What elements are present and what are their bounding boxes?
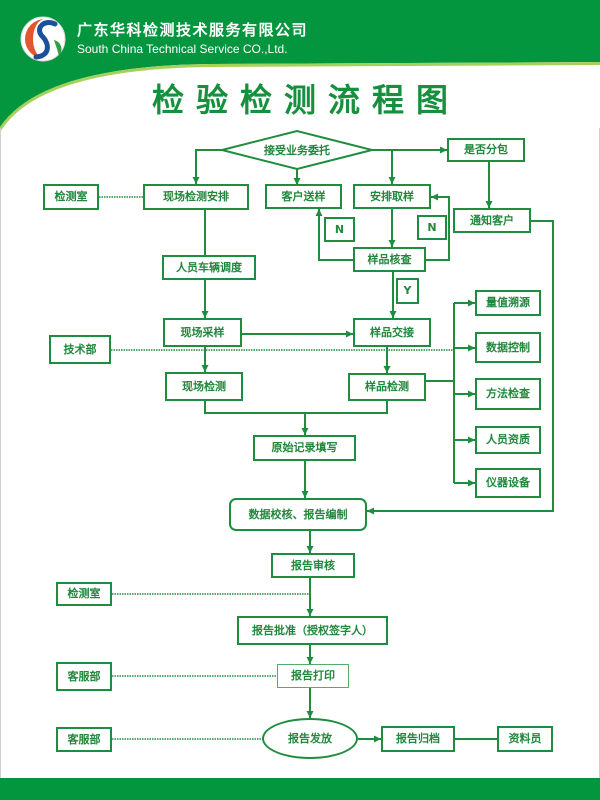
page-title: 检验检测流程图 [151, 81, 460, 119]
node-report-archive: 报告归档 [381, 726, 455, 752]
header-accent-curve [0, 62, 600, 131]
node-report-issue: 报告发放 [262, 718, 358, 759]
node-accept-commission: 接受业务委托 [264, 144, 330, 157]
edge-notify-to-data-check [367, 220, 554, 515]
edge-accept-to-onsite-arrange [192, 149, 222, 184]
node-onsite-testing: 现场检测 [165, 372, 243, 401]
node-onsite-test-arrange: 现场检测安排 [143, 184, 249, 210]
node-staff-vehicle-dispatch: 人员车辆调度 [162, 255, 256, 280]
node-lab-2: 检测室 [56, 582, 112, 606]
node-customer-service-2: 客服部 [56, 727, 112, 752]
node-notify-customer: 通知客户 [453, 208, 531, 233]
node-raw-record-fill: 原始记录填写 [253, 435, 356, 461]
node-tech-dept: 技术部 [49, 335, 111, 364]
node-data-control: 数据控制 [475, 332, 541, 363]
node-data-check-report-compile: 数据校核、报告编制 [229, 498, 367, 531]
node-sample-testing: 样品检测 [348, 373, 426, 401]
node-onsite-sampling: 现场采样 [163, 318, 242, 347]
label-yes: Y [396, 278, 419, 304]
label-no-2: N [417, 215, 447, 240]
node-customer-service-1: 客服部 [56, 662, 112, 691]
node-measurement-traceability: 量值溯源 [475, 290, 541, 316]
edge-check-no-to-arrange-sampling [426, 193, 450, 261]
node-subcontract-check: 是否分包 [447, 138, 525, 162]
header-band [0, 0, 600, 131]
node-report-print: 报告打印 [277, 664, 349, 688]
company-name-en: South China Technical Service CO.,Ltd. [77, 42, 288, 56]
node-archivist: 资料员 [497, 726, 553, 752]
node-report-approval: 报告批准（授权签字人） [237, 616, 388, 645]
label-no-1: N [324, 217, 355, 242]
node-instrument-equipment: 仪器设备 [475, 468, 541, 498]
footer-band [0, 778, 600, 800]
node-method-check: 方法检查 [475, 378, 541, 410]
edge-check-no-to-customer-delivery [315, 209, 353, 261]
left-border [0, 128, 1, 778]
company-name-cn: 广东华科检测技术服务有限公司 [77, 21, 309, 39]
node-customer-sample-delivery: 客户送样 [265, 184, 342, 209]
node-report-review: 报告审核 [271, 553, 355, 578]
company-logo-icon [20, 16, 66, 62]
node-sample-handover: 样品交接 [353, 318, 431, 347]
node-lab-1: 检测室 [43, 184, 99, 210]
header-green-fill [0, 0, 600, 128]
node-arrange-sampling: 安排取样 [353, 184, 431, 209]
node-sample-check: 样品核查 [353, 247, 426, 272]
node-staff-qualification: 人员资质 [475, 426, 541, 454]
edge-testing-merge [204, 401, 388, 414]
